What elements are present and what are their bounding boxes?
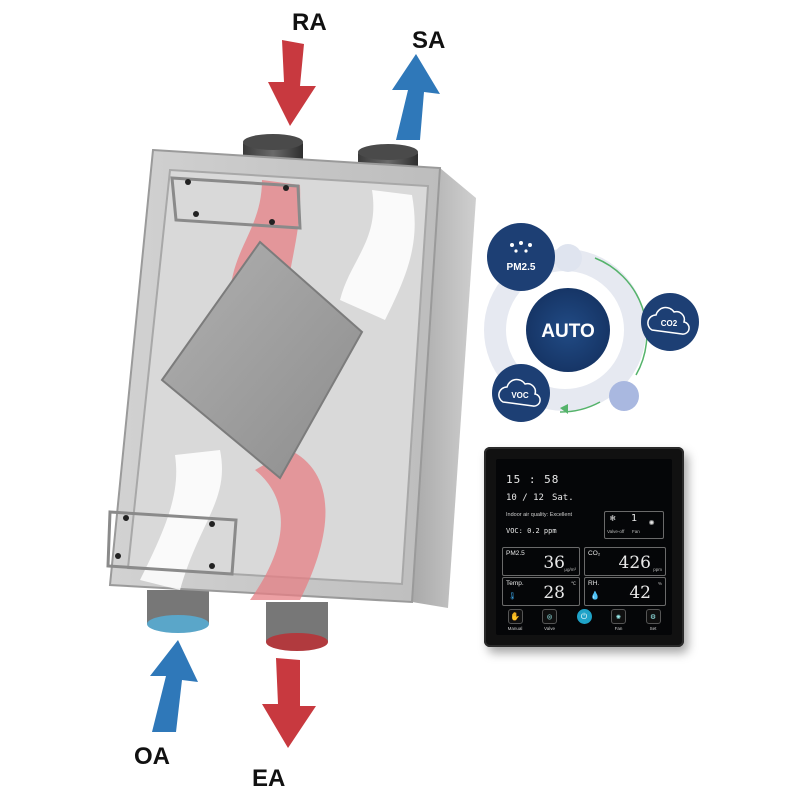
humidity-tile: RH. 💧 42 % — [584, 577, 666, 606]
voc-label: VOC — [511, 391, 529, 400]
pm25-tile-unit: μg/m³ — [564, 567, 576, 572]
snowflake-icon: ❄ — [610, 514, 616, 524]
filter-bracket-bottom — [106, 510, 238, 576]
fan-button[interactable]: ✺ Fan — [606, 609, 632, 631]
mounting-screws — [115, 179, 289, 569]
co2-tile: CO₂ 426 ppm — [584, 547, 666, 576]
label-ea: EA — [252, 765, 285, 792]
label-oa: OA — [134, 743, 170, 770]
auto-label: AUTO — [541, 321, 594, 342]
filter-bracket-top — [170, 176, 302, 230]
accent-dot-bottom — [609, 381, 639, 411]
gear-icon: ⚙ — [645, 609, 661, 624]
humidity-tile-label: RH. — [588, 580, 600, 587]
date-value: 10 / 12 — [506, 493, 544, 503]
pm25-tile: PM2.5 36 μg/m³ — [502, 547, 580, 576]
voc-reading: VOC: 0.2 ppm — [506, 527, 557, 535]
oa-duct-opening — [147, 615, 209, 633]
co2-tile-label: CO₂ — [588, 550, 601, 557]
power-button[interactable]: ⏻ — [571, 609, 597, 631]
power-icon: ⏻ — [576, 609, 592, 624]
voc-cloud-icon — [498, 378, 541, 407]
wall-controller: 15 : 58 10 / 12 Sat. Indoor air quality: … — [484, 447, 684, 647]
pm25-tile-value: 36 — [543, 553, 565, 573]
co2-cloud-icon — [647, 306, 690, 335]
fan-speed-value: 1 — [631, 513, 638, 524]
warm-air-path-lower — [250, 450, 326, 600]
label-ra: RA — [292, 9, 327, 36]
valve-button-label: Valve — [544, 626, 555, 631]
pm25-label: PM2.5 — [507, 262, 536, 273]
ventilation-unit — [106, 134, 476, 651]
auto-cycle-graphic: AUTO PM2.5 CO2 VOC — [484, 223, 699, 422]
arrow-ra — [268, 40, 316, 126]
heat-exchanger-core — [160, 240, 364, 480]
fan-icon: ✺ — [649, 518, 655, 528]
cool-air-path-lower — [140, 450, 222, 590]
co2-label: CO2 — [661, 319, 678, 328]
fan-label: Fan — [632, 529, 640, 534]
mode-fan-box[interactable]: ❄ Valve-off 1 Fan ✺ — [604, 511, 664, 539]
manual-button[interactable]: ✋ Manual — [502, 609, 528, 631]
fan-button-icon: ✺ — [611, 609, 626, 624]
weekday-value: Sat. — [551, 493, 574, 503]
co2-sensor-circle — [641, 293, 699, 351]
controller-button-row: ✋ Manual ◎ Valve ⏻ ✺ Fan ⚙ Set — [502, 609, 666, 631]
arrow-ea — [262, 658, 316, 748]
temp-tile-label: Temp. — [506, 580, 524, 587]
fan-button-label: Fan — [614, 626, 623, 631]
particles-icon — [510, 241, 532, 253]
voc-sensor-circle — [492, 364, 550, 422]
droplet-icon: 💧 — [590, 591, 600, 600]
controller-screen: 15 : 58 10 / 12 Sat. Indoor air quality: … — [496, 459, 672, 635]
temp-tile: Temp. 🌡 28 ℃ — [502, 577, 580, 606]
hand-icon: ✋ — [507, 609, 523, 624]
cool-air-path-upper — [340, 190, 415, 320]
arrow-oa — [150, 640, 198, 732]
auto-center — [526, 288, 610, 372]
settings-button[interactable]: ⚙ Set — [640, 609, 666, 631]
mode-label: Valve-off — [607, 529, 625, 534]
clock-time: 15 : 58 — [506, 473, 560, 486]
co2-tile-unit: ppm — [653, 567, 662, 572]
ea-duct-opening — [266, 633, 328, 651]
label-sa: SA — [412, 27, 445, 54]
pm25-tile-label: PM2.5 — [506, 550, 525, 557]
humidity-tile-value: 42 — [629, 583, 651, 603]
humidity-tile-unit: % — [657, 581, 662, 586]
cycle-arc-arrow — [594, 257, 648, 376]
manual-button-label: Manual — [507, 626, 523, 631]
valve-icon: ◎ — [542, 609, 557, 624]
arrow-sa — [392, 54, 440, 140]
unit-side-panel — [412, 168, 476, 608]
clock-date: 10 / 12 Sat. — [506, 493, 574, 503]
temp-tile-value: 28 — [543, 583, 565, 603]
accent-dot-top — [554, 244, 582, 272]
valve-button[interactable]: ◎ Valve — [537, 609, 563, 631]
pm25-sensor-circle — [487, 223, 555, 291]
settings-button-label: Set — [649, 626, 657, 631]
air-quality-status: Indoor air quality: Excellent — [506, 512, 573, 518]
co2-tile-value: 426 — [618, 553, 651, 573]
thermometer-icon: 🌡 — [508, 592, 517, 600]
temp-tile-unit: ℃ — [570, 581, 576, 586]
